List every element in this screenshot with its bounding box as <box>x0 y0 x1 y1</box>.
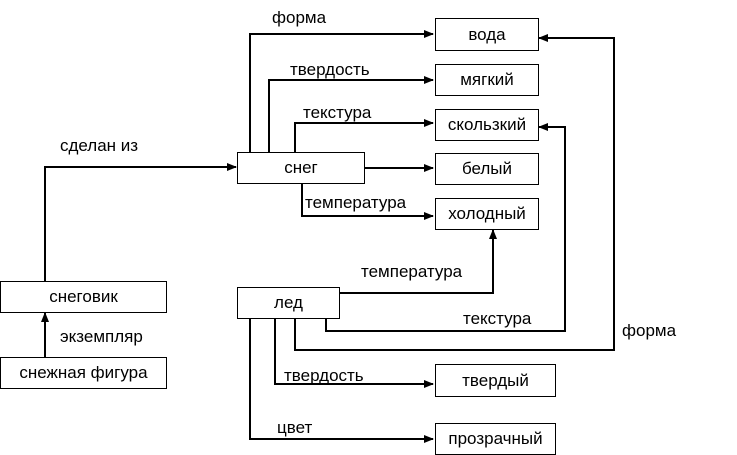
node-tverdyy: твердый <box>435 364 556 397</box>
label-ekzemplyar: экземпляр <box>60 327 143 346</box>
label-tekstura-led: текстура <box>463 309 532 328</box>
node-snegovik: снеговик <box>0 281 167 313</box>
edge-led-skolzkiy <box>325 123 566 332</box>
node-myagkiy: мягкий <box>435 64 539 96</box>
node-led: лед <box>237 287 340 319</box>
edge-sneg-myagkiy <box>268 76 434 152</box>
edge-led-voda <box>294 34 615 351</box>
node-kholodnyy: холодный <box>435 198 539 230</box>
label-tekstura-top: текстура <box>303 103 372 122</box>
label-temperatura-top: температура <box>305 193 407 212</box>
node-voda: вода <box>435 18 539 51</box>
edge-sneg-voda <box>249 30 434 152</box>
label-sdelan-iz: сделан из <box>60 136 139 155</box>
edge-led-tverdyy <box>274 319 434 388</box>
node-sneg: снег <box>237 152 365 184</box>
node-snezhnaya-figura: снежная фигура <box>0 357 167 389</box>
label-tverdost-top: твердость <box>290 60 370 79</box>
label-forma-top: форма <box>272 8 327 27</box>
node-skolzkiy: скользкий <box>435 109 539 141</box>
edge-sneg-kholodnyy <box>301 184 434 220</box>
label-tverdost-led: твердость <box>284 366 364 385</box>
edge-sneg-skolzkiy <box>294 119 434 152</box>
label-forma-led: форма <box>622 321 677 340</box>
edge-led-kholodnyy <box>340 229 497 294</box>
label-tsvet: цвет <box>277 418 313 437</box>
edge-snegovik-sneg <box>44 163 237 281</box>
node-belyy: белый <box>435 153 539 185</box>
node-prozrachnyy: прозрачный <box>435 423 556 455</box>
label-temperatura-led: температура <box>361 262 463 281</box>
edge-led-prozrachnyy <box>249 319 434 443</box>
